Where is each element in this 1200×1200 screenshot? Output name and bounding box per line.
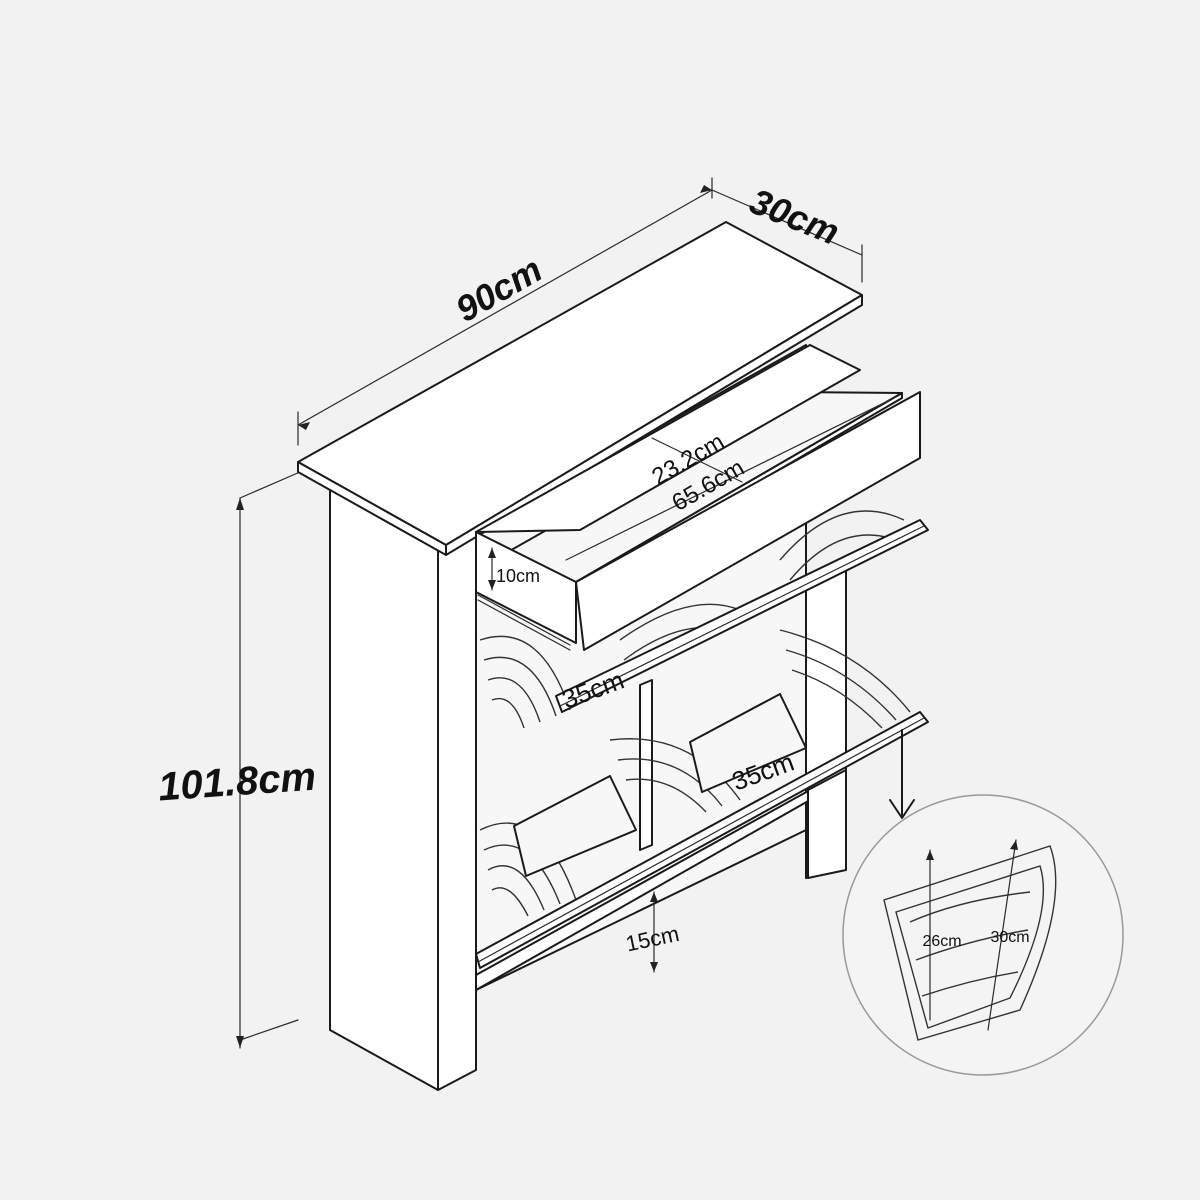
upper-mid-rack	[619, 603, 741, 641]
rack-length-label: 30cm	[990, 929, 1029, 946]
lower-right-rack	[779, 629, 911, 713]
rack-detail-outline	[883, 845, 1057, 1041]
width-label: 90cm	[449, 248, 549, 330]
drawer-width-line	[565, 394, 901, 561]
front-right-leg	[807, 769, 847, 879]
detail-circle	[842, 794, 1124, 1076]
drawer-front[interactable]	[575, 391, 921, 651]
height-dimension-line	[236, 471, 301, 1049]
base-gap-dimension-line	[650, 891, 658, 973]
upper-left-rack	[479, 635, 571, 711]
base-gap-label: 15cm	[624, 921, 682, 957]
left-side-panel	[329, 486, 439, 1091]
upper-right-rack	[779, 510, 905, 561]
drawer-height-label: 10cm	[496, 566, 540, 586]
front-left-post	[437, 527, 477, 1091]
rack-height-label: 26cm	[922, 933, 961, 950]
detail-pointer-arrow	[889, 729, 915, 819]
upper-flip-door[interactable]	[479, 510, 929, 729]
width-dimension-line	[297, 177, 713, 446]
drawer-depth-line	[651, 437, 743, 483]
height-label: 101.8cm	[157, 755, 318, 810]
lower-partition-right	[689, 693, 807, 793]
rack-detail-callout	[842, 794, 1124, 1076]
rack-length-line	[987, 839, 1017, 1031]
drawer[interactable]	[475, 344, 921, 651]
depth-dimension-line	[711, 189, 863, 283]
lower-partition-left	[513, 775, 637, 877]
lower-flip-door[interactable]	[475, 629, 929, 969]
lower-mid-rack	[609, 738, 741, 801]
drawer-left-side	[475, 531, 577, 644]
center-divider	[639, 679, 653, 851]
drawer-back	[475, 344, 861, 533]
